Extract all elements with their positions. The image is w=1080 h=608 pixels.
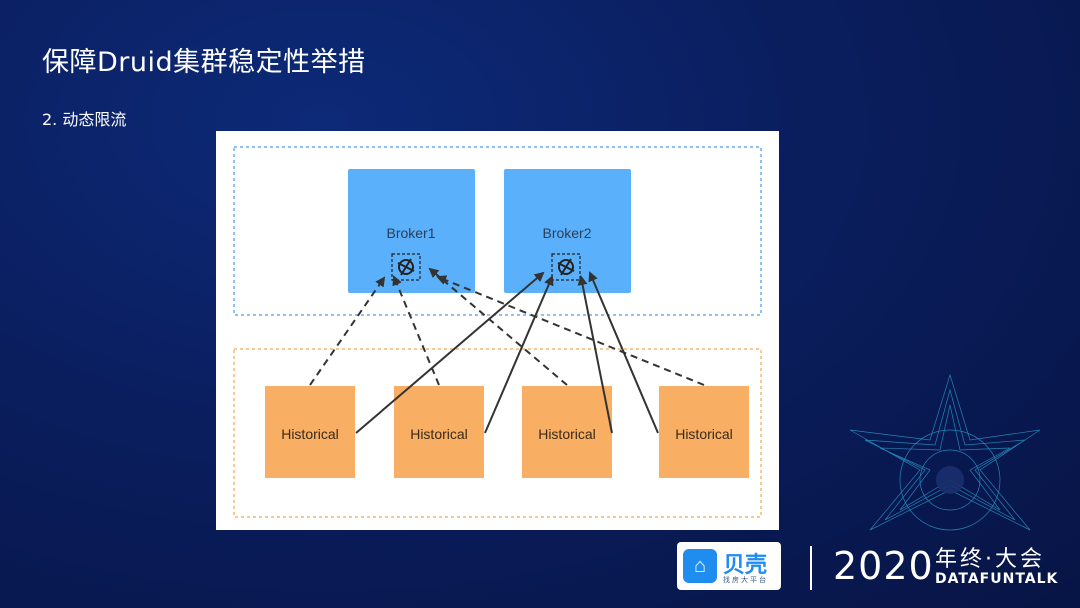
dashed-arrow: [428, 267, 568, 386]
slide-title: 保障Druid集群稳定性举措: [42, 47, 366, 78]
diagram-canvas: Broker1 Broker2 Historical Historical: [233, 146, 762, 518]
logo-subtext: 找房大平台: [723, 576, 768, 584]
broker-node-1: Broker1: [348, 169, 475, 293]
broker-group-box: [233, 146, 762, 316]
solid-arrow: [484, 275, 554, 434]
house-icon: ⌂: [683, 549, 717, 583]
star-burst-decoration: [849, 373, 1041, 531]
slide-subtitle: 2. 动态限流: [42, 110, 127, 129]
footer-event-title: 年终·大会: [935, 547, 1045, 572]
footer-divider: [810, 546, 812, 590]
historical-node-3: Historical: [522, 386, 612, 478]
historical-node-1: Historical: [265, 386, 355, 478]
broker-node-2: Broker2: [504, 169, 631, 293]
footer-year: 2020: [833, 544, 934, 588]
dashed-arrow: [436, 275, 705, 386]
solid-arrow: [355, 271, 545, 434]
historical-label-4: Historical: [675, 426, 733, 442]
solid-arrow: [588, 271, 659, 434]
logo-text: 贝壳: [723, 553, 768, 578]
throttle-icon: [391, 253, 421, 281]
historical-label-2: Historical: [410, 426, 468, 442]
broker-label-1: Broker1: [386, 225, 435, 241]
historical-node-4: Historical: [659, 386, 749, 478]
solid-arrow: [577, 275, 613, 434]
broker-label-2: Broker2: [542, 225, 591, 241]
historical-label-3: Historical: [538, 426, 596, 442]
throttle-icon: [551, 253, 581, 281]
historical-label-1: Historical: [281, 426, 339, 442]
footer-brand: DATAFUNTALK: [935, 571, 1059, 587]
dashed-arrow: [309, 276, 386, 386]
historical-node-2: Historical: [394, 386, 484, 478]
beike-logo: ⌂ 贝壳 找房大平台: [677, 542, 781, 590]
architecture-diagram: Broker1 Broker2 Historical Historical: [216, 131, 779, 530]
dashed-arrow: [392, 275, 440, 386]
